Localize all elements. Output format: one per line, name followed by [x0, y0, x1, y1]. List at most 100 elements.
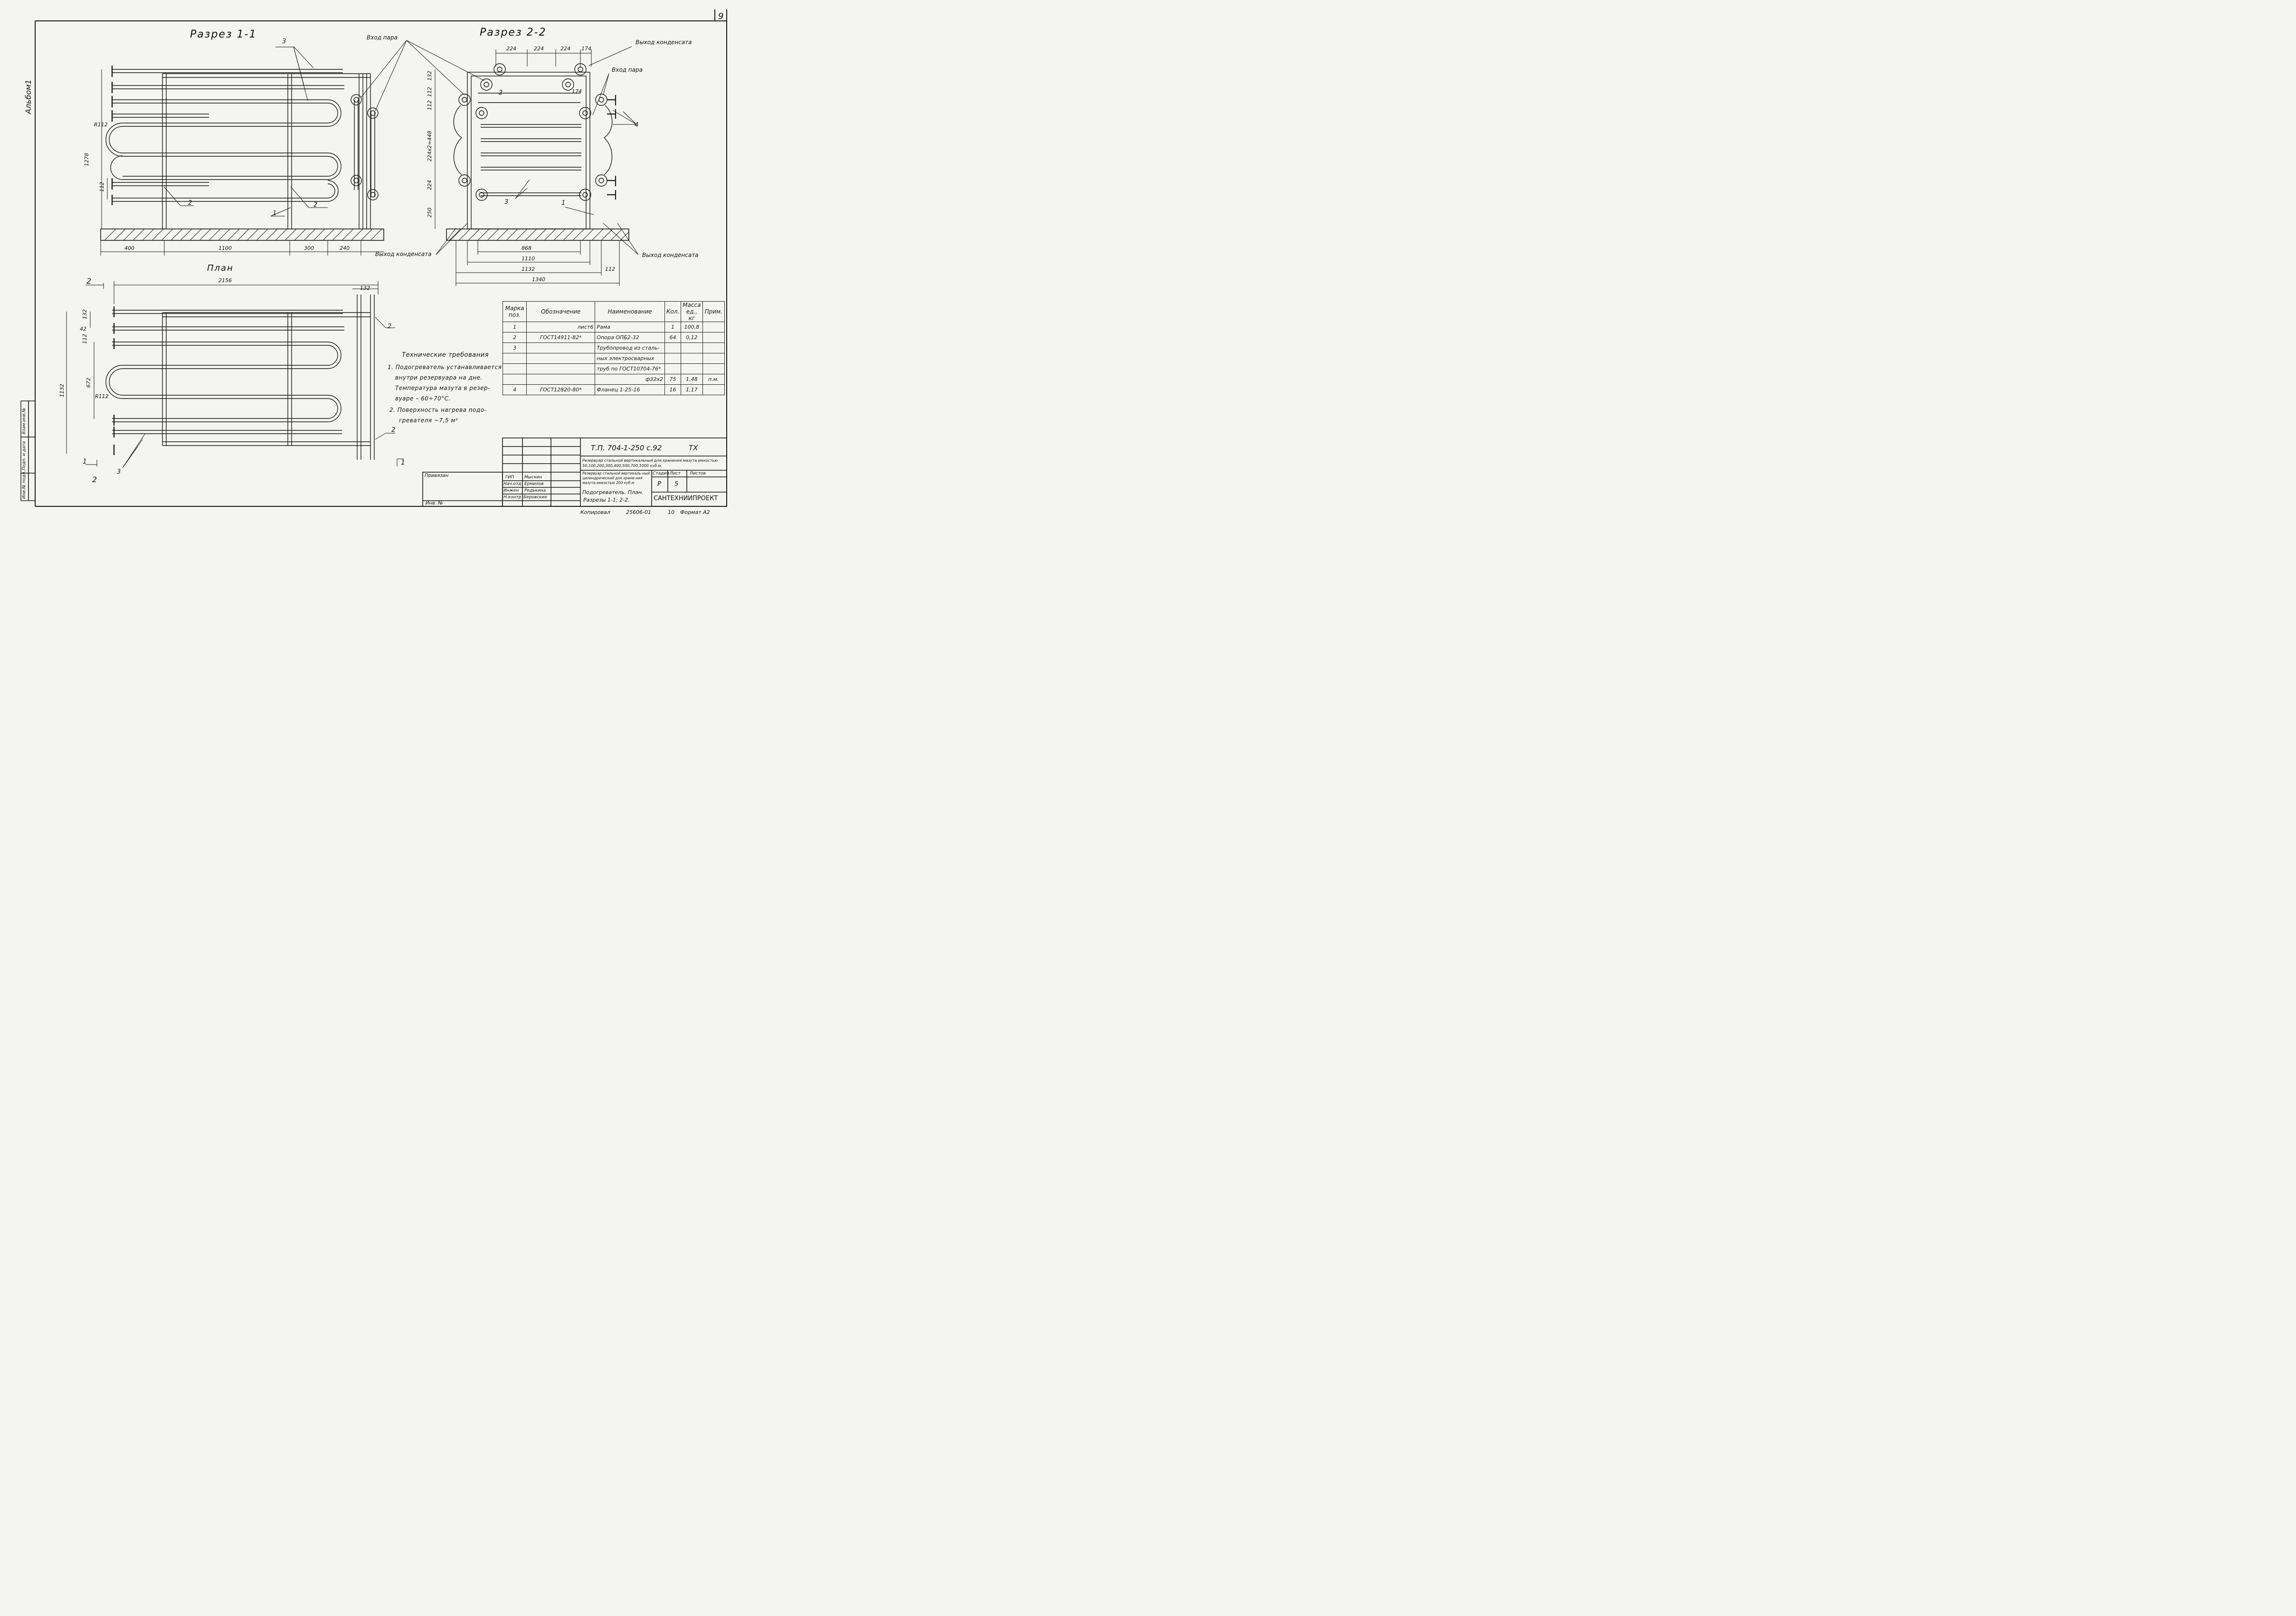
condensate-out-label-left: Выход конденсата	[375, 251, 432, 257]
s1-callout-2b: 2	[313, 201, 318, 209]
page-number: 9	[718, 11, 724, 21]
spec-cell: 1,17	[681, 384, 703, 395]
s2-dim-v-112b: 112	[427, 100, 433, 110]
s2-callout-1: 1	[561, 200, 566, 207]
spec-cell: 1	[664, 322, 682, 333]
tb-stage: Р	[657, 481, 661, 488]
s2-dim-v-132: 132	[427, 71, 433, 81]
plan-dim-left-132: 132	[82, 309, 88, 319]
tb-sheet-title-2: Подогреватель. План.	[582, 489, 644, 495]
s2-dim-112: 112	[605, 266, 615, 272]
tb-copied-no: 10	[668, 509, 674, 515]
spec-cell: труб по ГОСТ10704-76*	[595, 363, 665, 374]
spec-cell	[502, 374, 527, 385]
spec-row: ных электросварных	[502, 353, 725, 364]
sheet-frame	[35, 10, 727, 507]
plan-graphic	[66, 281, 404, 468]
spec-col-pos: Марка поз.	[502, 301, 527, 322]
spec-cell	[702, 342, 725, 353]
s1-callout-1: 1	[273, 210, 277, 217]
spec-row: 2 ГОСТ14911-82* Опора ОПБ2-32 64 0,12	[502, 332, 725, 343]
spec-cell	[681, 363, 703, 374]
stamp-label-inv: Инв.№ подл.	[22, 470, 27, 499]
spec-cell: 100,8	[681, 322, 703, 333]
section-2-title: Разрез 2-2	[480, 27, 547, 38]
s2-callout-4: 4	[635, 122, 639, 129]
steam-in-label-1: Вход пара	[367, 34, 398, 41]
spec-cell: 2	[502, 332, 527, 343]
plan-dim-left-112: 112	[82, 334, 88, 344]
spec-cell	[502, 363, 527, 374]
drawing-sheet: 9 Альбом1 Инв.№ подл. Подп. и дата Взам.…	[0, 0, 745, 524]
s2-dim-v-112a: 112	[427, 87, 433, 97]
spec-cell: лист6	[526, 322, 596, 333]
tb-col-stage: Стадия	[653, 471, 669, 476]
spec-col-qty: Кол.	[664, 301, 682, 322]
s1-bend-radius: R112	[94, 122, 108, 128]
spec-row: 3 Трубопровод из сталь-	[502, 342, 725, 353]
s1-dim-300: 300	[304, 245, 314, 251]
plan-dim-132: 132	[360, 285, 370, 291]
section-1-1-graphic	[100, 40, 407, 256]
spec-row: труб по ГОСТ10704-76*	[502, 363, 725, 374]
spec-cell	[502, 353, 527, 364]
tb-role-3: Инжен	[503, 488, 519, 493]
section-mark-1-left: 1	[83, 458, 87, 466]
plan-dim-left-42: 42	[80, 326, 86, 332]
section-2-2-graphic	[406, 40, 639, 286]
tb-inv: Инв. №	[426, 501, 443, 506]
tb-col-sheet: Лист	[670, 471, 681, 476]
tb-org: САНТЕХНИИПРОЕКТ	[654, 495, 718, 502]
tb-format: Формат А2	[680, 509, 710, 515]
tech-req-line-4: вуаре – 60÷70°С.	[395, 395, 451, 402]
s2-dim-v-448: 224x2=448	[427, 131, 433, 162]
tech-req-heading: Технические требования	[402, 352, 489, 359]
s1-dim-240: 240	[340, 245, 350, 251]
s2-dim-top-2: 224	[534, 46, 544, 52]
spec-cell: Трубопровод из сталь-	[595, 342, 665, 353]
spec-cell: Опора ОПБ2-32	[595, 332, 665, 343]
plan-bend-radius: R112	[95, 393, 109, 399]
spec-row: ф32x2 75 1,48 п.м.	[502, 374, 725, 385]
drawing-graphics	[20, 10, 727, 507]
spec-cell	[702, 363, 725, 374]
s2-dim-top-4: 174	[581, 46, 591, 52]
s1-dim-112: 112	[99, 182, 105, 192]
steam-in-label-2: Вход пара	[612, 67, 643, 73]
specification-table: Марка поз. Обозначение Наименование Кол.…	[502, 301, 725, 395]
spec-cell: 0,12	[681, 332, 703, 343]
tb-doc-kind: ТХ	[689, 444, 698, 452]
tb-role-1: ГИП	[505, 475, 514, 480]
s1-dim-1100: 1100	[218, 245, 232, 251]
condensate-out-label-top: Выход конденсата	[636, 39, 692, 46]
s2-dim-inner: 174	[572, 88, 582, 95]
plan-callout-2b: 2	[391, 427, 396, 434]
stamp-label-sign: Подп. и дата	[22, 441, 27, 470]
spec-col-mass: Масса ед., кг	[681, 301, 703, 322]
tb-name-4: Беровских	[523, 495, 547, 500]
spec-cell: 1,48	[681, 374, 703, 385]
tb-col-sheets: Листов	[690, 471, 706, 476]
spec-cell	[526, 374, 596, 385]
tb-name-3: Редькина	[524, 488, 546, 493]
tech-req-line-6: гревателя ~7,5 м²	[399, 417, 458, 424]
album-label: Альбом1	[24, 79, 33, 114]
section-mark-1-right: 1	[401, 459, 405, 466]
title-block-frame	[422, 437, 727, 507]
spec-cell	[526, 363, 596, 374]
plan-dim-left-1132: 1132	[59, 384, 65, 397]
s2-dim-v-224: 224	[427, 180, 433, 190]
spec-cell: 64	[664, 332, 682, 343]
tb-copied-code: 25606-01	[626, 509, 651, 515]
tech-req-line-2: внутри резервуара на дне.	[395, 374, 483, 381]
spec-row: 1 лист6 Рама 1 100,8	[502, 322, 725, 333]
plan-dim-left-672: 672	[85, 378, 92, 388]
plan-callout-3: 3	[117, 468, 121, 475]
s2-dim-1340: 1340	[532, 276, 545, 283]
spec-cell: Фланец 1-25-16	[595, 384, 665, 395]
tb-role-2: Нач.отд	[503, 482, 522, 486]
s2-callout-2: 2	[499, 89, 503, 96]
spec-row: 4 ГОСТ12820-80* Фланец 1-25-16 16 1,17	[502, 384, 725, 395]
spec-cell	[702, 384, 725, 395]
spec-cell	[664, 342, 682, 353]
